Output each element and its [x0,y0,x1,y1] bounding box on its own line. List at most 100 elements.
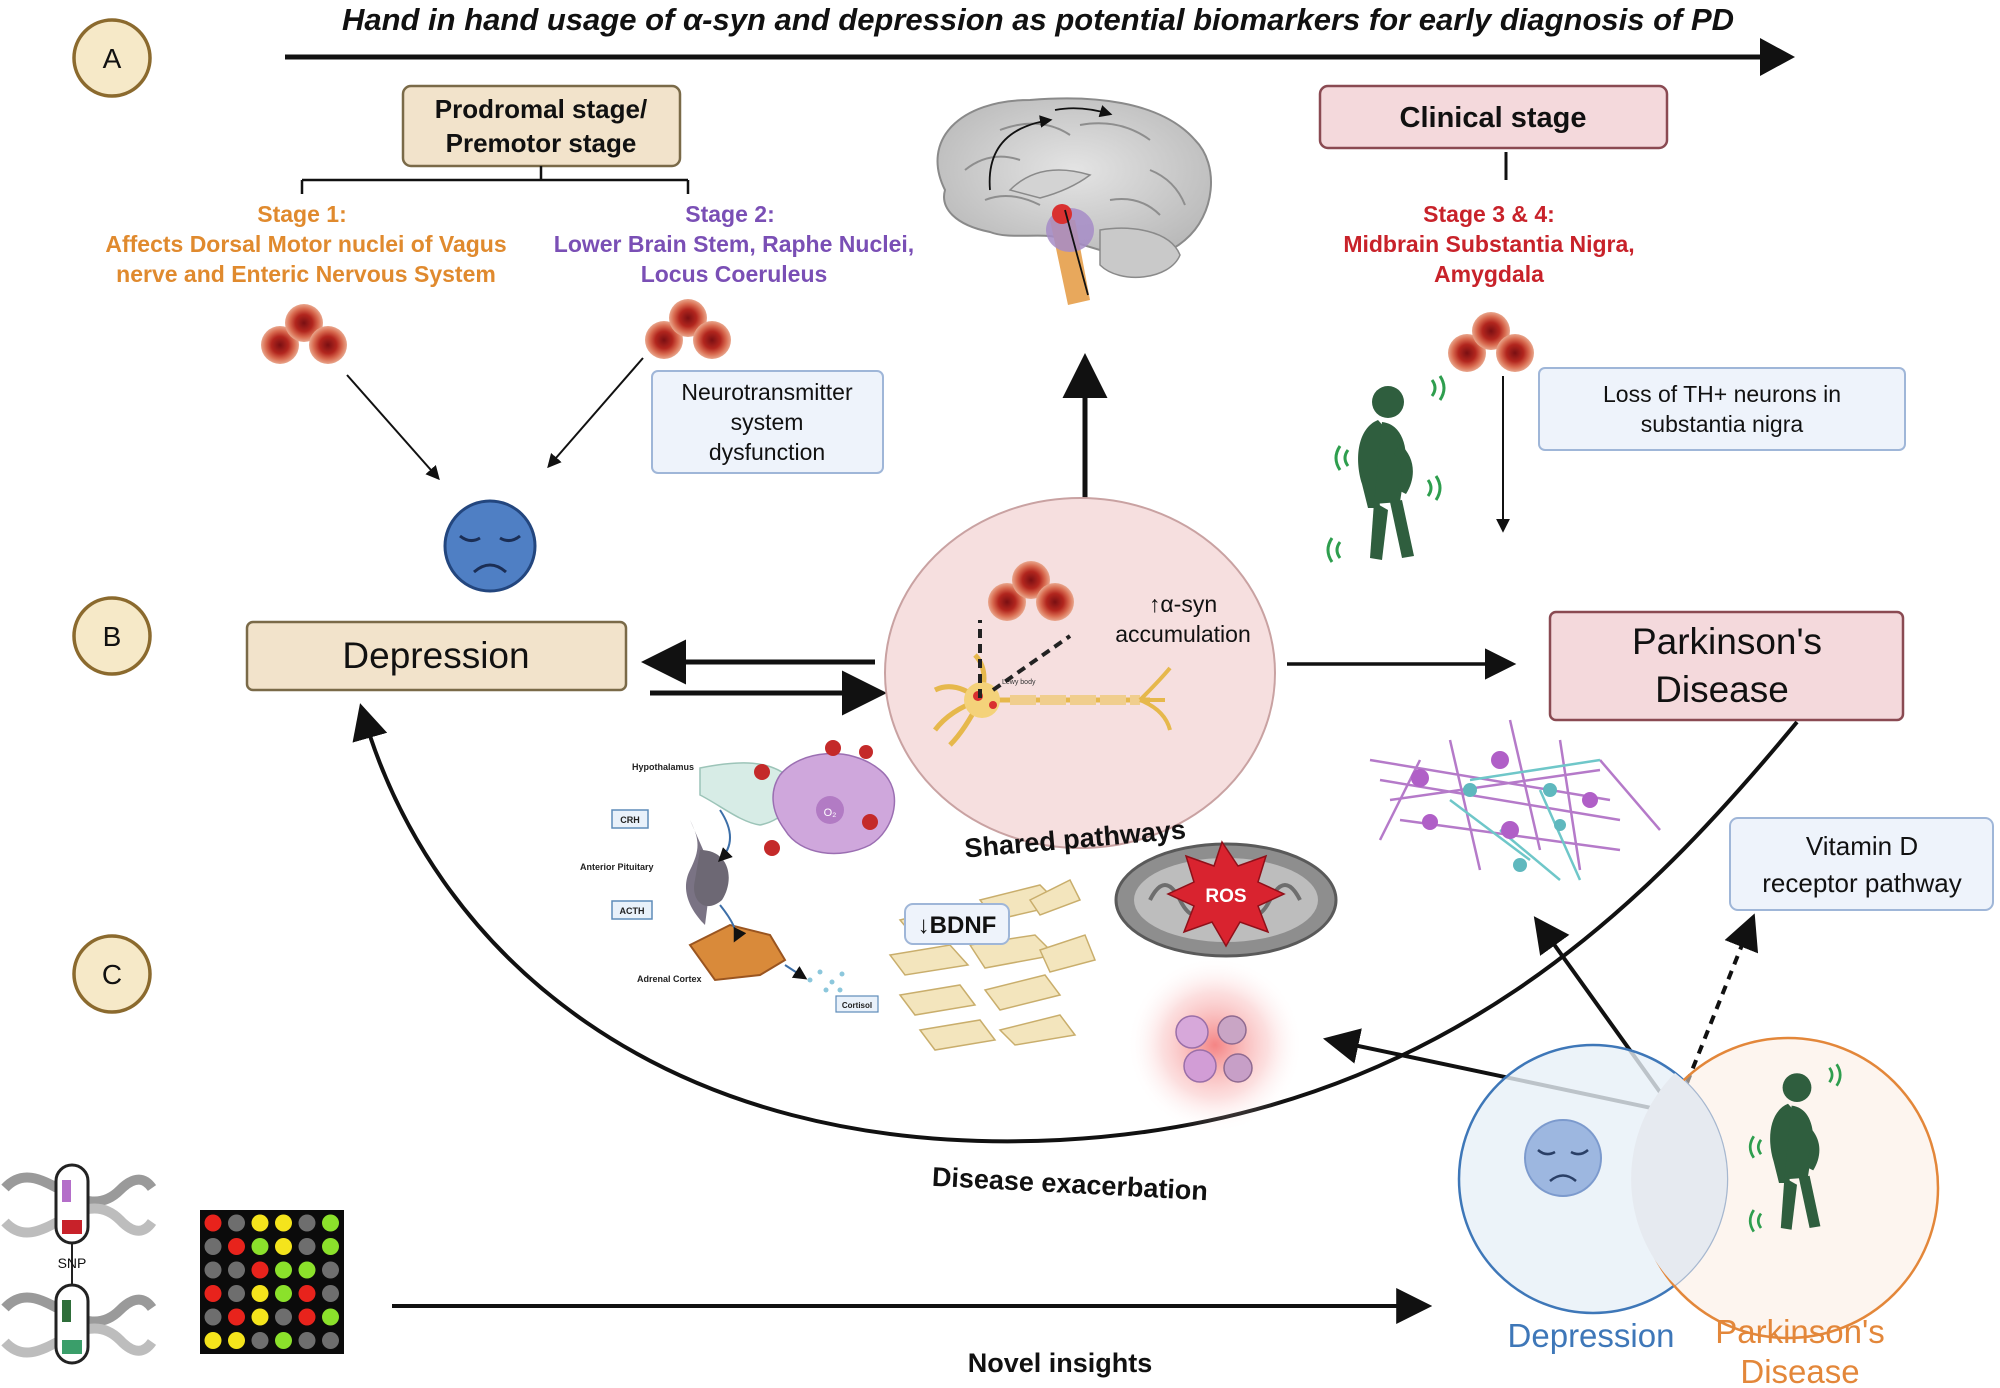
microarray-spot [228,1238,245,1255]
svg-text:Clinical stage: Clinical stage [1400,102,1587,134]
svg-text:Depression: Depression [342,635,529,676]
prodromal-stage-box: Prodromal stage/ Premotor stage [401,84,682,168]
microarray-spot [275,1261,292,1279]
alpha-syn-aggregate-icon [261,304,347,364]
title-arrowhead [1760,38,1795,76]
svg-text:ROS: ROS [1205,886,1246,907]
microarray-spot [322,1332,339,1349]
svg-text:Amygdala: Amygdala [1434,261,1544,287]
microarray-spot [228,1308,245,1326]
venn-sad-face-icon [1524,1119,1602,1197]
microarray-spot [204,1285,222,1302]
microarray-spot [275,1285,292,1302]
hpa-axis-illustration: Hypothalamus CRH Anterior Pituitary ACTH… [580,762,879,1013]
venn-pd-label-line2: Disease [1740,1353,1859,1388]
stage2-text: Stage 2: Lower Brain Stem, Raphe Nuclei,… [554,201,914,287]
svg-text:Disease exacerbation: Disease exacerbation [931,1162,1208,1206]
microarray-spot [275,1332,292,1349]
microarray-spot [298,1332,316,1349]
venn-depression-label: Depression [1508,1317,1675,1354]
svg-text:system: system [731,409,804,435]
svg-text:↓BDNF: ↓BDNF [918,912,997,939]
svg-text:Anterior Pituitary: Anterior Pituitary [580,862,654,872]
microarray-spot [251,1238,269,1255]
microarray-spot [298,1261,316,1279]
svg-text:Hypothalamus: Hypothalamus [632,762,694,772]
svg-text:SNP: SNP [58,1255,87,1271]
vitamin-d-box: Vitamin D receptor pathway [1729,817,1994,911]
microarray-spot [298,1214,316,1232]
microarray-spot [251,1332,269,1349]
svg-text:Stage 1:: Stage 1: [257,201,346,227]
stage34-text: Stage 3 & 4: Midbrain Substantia Nigra, … [1343,201,1634,287]
microarray-spot [275,1214,292,1232]
svg-text:dysfunction: dysfunction [709,439,825,465]
svg-text:nerve and Enteric Nervous Sys: nerve and Enteric Nervous System [116,261,496,287]
alpha-syn-aggregate-icon [645,299,731,359]
microarray-spot [251,1261,269,1279]
prodromal-bracket [300,166,690,194]
microarray-spot [204,1238,222,1255]
svg-text:↑α-syn: ↑α-syn [1149,591,1217,617]
microarray-spot [298,1308,316,1326]
depression-box: Depression [245,620,628,692]
brain-illustration-icon [936,97,1212,305]
microarray-spot [228,1285,245,1302]
microarray-spot [228,1214,245,1232]
svg-text:Neurotransmitter: Neurotransmitter [681,379,853,405]
svg-text:Affects Dorsal Motor nuclei of: Affects Dorsal Motor nuclei of Vagus [105,231,506,257]
neurotransmitter-box: Neurotransmitter system dysfunction [651,370,884,474]
microarray-spot [228,1332,245,1349]
asyn-accumulation-label: ↑α-syn accumulation [1115,591,1251,647]
sad-face-icon [443,499,537,593]
stage1-text: Stage 1: Affects Dorsal Motor nuclei of … [105,201,506,287]
alpha-syn-aggregate-icon [1448,312,1534,372]
svg-text:Parkinson's: Parkinson's [1632,621,1822,662]
microarray-spot [251,1214,269,1232]
clinical-stage-box: Clinical stage [1318,84,1669,150]
svg-text:Lower Brain Stem, Raphe Nuclei: Lower Brain Stem, Raphe Nuclei, [554,231,914,257]
microarray-heatmap [200,1210,344,1354]
svg-text:Stage 3 & 4:: Stage 3 & 4: [1423,201,1555,227]
microarray-spot [298,1238,316,1255]
parkinsons-disease-box: Parkinson's Disease [1548,610,1905,722]
arrow-stage2-to-depression [547,357,644,469]
svg-text:Cortisol: Cortisol [842,1001,872,1010]
venn-pd-label-line1: Parkinson's [1715,1313,1885,1350]
svg-text:Lewy body: Lewy body [1002,679,1036,686]
svg-text:B: B [103,621,122,652]
svg-text:Vitamin D: Vitamin D [1806,831,1918,861]
section-label-a: A [72,18,152,98]
microarray-spot [251,1308,269,1326]
neuron-network-icon [1369,719,1661,881]
svg-text:O₂: O₂ [824,807,837,819]
microarray-spot [275,1308,292,1326]
microarray-spot [322,1238,339,1255]
svg-text:Locus Coeruleus: Locus Coeruleus [641,261,828,287]
immune-cells-inflammation-icon [1127,957,1303,1133]
svg-text:Adrenal Cortex: Adrenal Cortex [637,974,702,984]
mitochondrion-ros-icon: ROS [1114,840,1338,958]
svg-text:C: C [102,959,122,990]
disease-exacerbation-label: Disease exacerbation [931,1162,1208,1206]
svg-text:accumulation: accumulation [1115,621,1251,647]
shared-pathways-circle [884,497,1276,849]
svg-text:Disease: Disease [1655,669,1789,710]
microarray-spot [228,1261,245,1279]
svg-text:A: A [103,43,122,74]
svg-text:ACTH: ACTH [620,906,645,916]
svg-text:Premotor stage: Premotor stage [446,128,637,158]
microarray-spot [204,1214,222,1232]
microarray-spot [322,1285,339,1302]
microarray-spot [322,1308,339,1326]
exacerbation-curve [352,703,1799,1144]
section-label-b: B [72,596,152,676]
svg-text:Loss of TH+ neurons in: Loss of TH+ neurons in [1603,381,1841,407]
microarray-spot [204,1332,222,1349]
parkinsonian-person-icon [1326,374,1446,564]
figure-title: Hand in hand usage of α-syn and depressi… [342,2,1734,37]
microarray-spot [322,1261,339,1279]
snp-dna-illustration: SNP [1,1163,157,1365]
